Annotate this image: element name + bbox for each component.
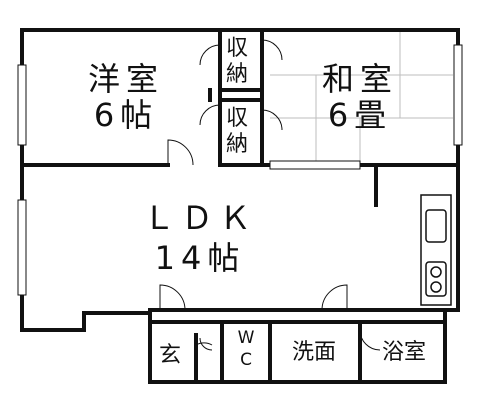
western-room-size: 6帖 [93,96,159,134]
ldk-name: ＬＤＫ [142,199,257,237]
closet-bottom-label: 収納 [225,106,248,157]
windows [17,44,463,296]
entrance-label: 玄 [158,343,181,368]
ldk-size: 14帖 [154,239,246,277]
tatami-lines [270,30,453,165]
japanese-room-name: 和室 [321,60,398,98]
kitchen-counter [420,194,452,306]
closet-top-label: 収納 [225,36,248,87]
western-room-name: 洋室 [87,60,164,98]
bathroom-label: 浴室 [381,340,426,365]
wc-label-bottom: C [240,350,252,370]
japanese-room-size: 6畳 [327,96,393,134]
wc-label-top: W [237,328,255,348]
door-swings [159,39,381,351]
washroom-label: 洗面 [291,340,336,365]
